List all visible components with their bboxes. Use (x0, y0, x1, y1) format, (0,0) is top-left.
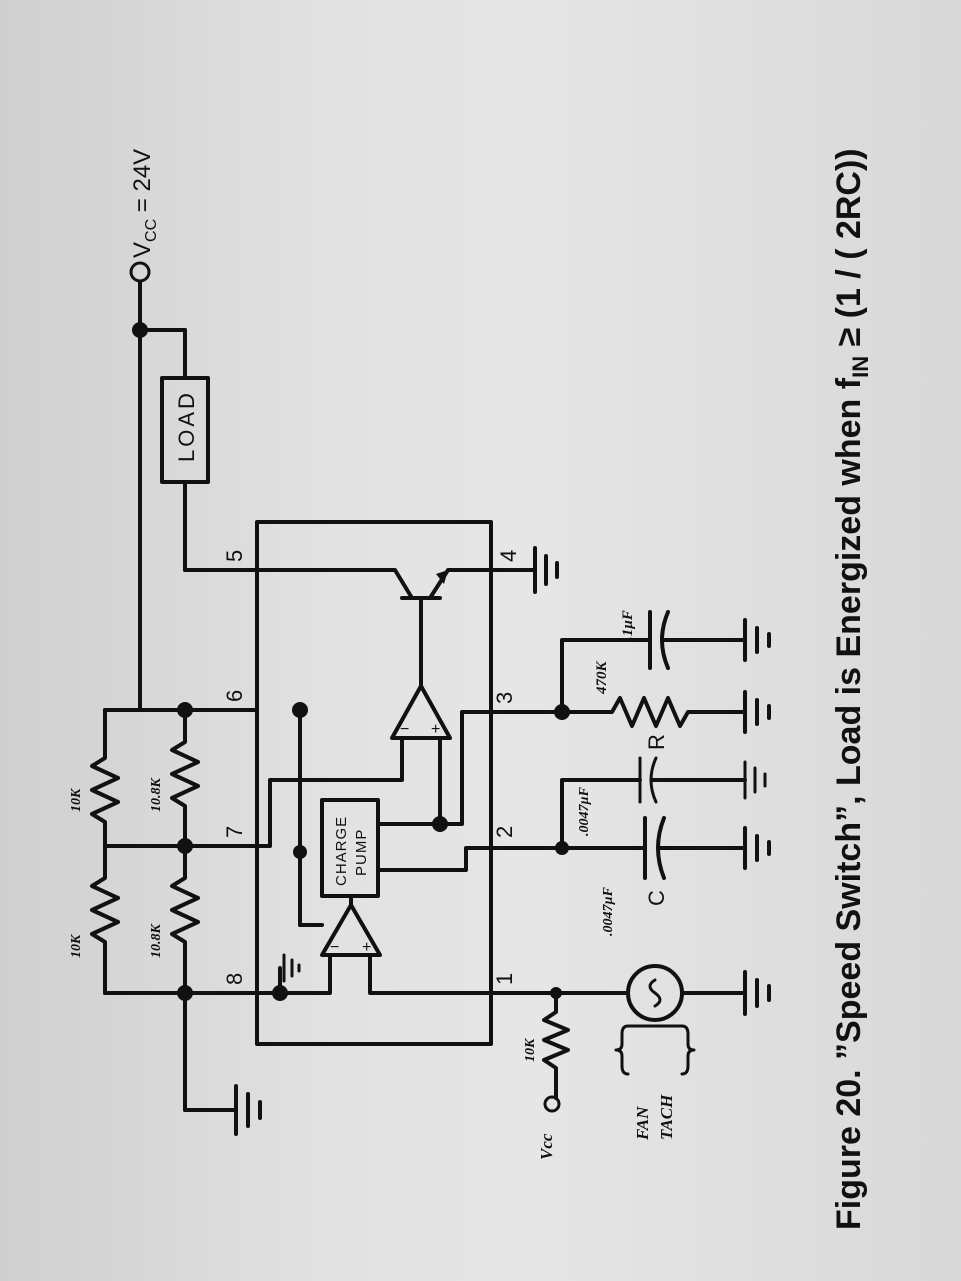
resistor-10k-inner-bottom (170, 844, 200, 995)
vcc-input-label: Vcc (537, 1133, 556, 1160)
label-10k-inner-bottom: 10.8K (149, 923, 164, 959)
pin3-internal-wire (438, 710, 493, 826)
ground-symbol-cap0047a (743, 760, 767, 800)
fan-tach-brace-left (614, 1024, 630, 1076)
ground-symbol-left (234, 1084, 262, 1136)
comparator-plus-wire (368, 953, 493, 995)
transistor-collector (258, 568, 414, 600)
resistor-10k-input-label: 10K (523, 1037, 538, 1062)
resistor-470k-label: 470K (594, 661, 610, 696)
pin-6-label: 6 (222, 690, 247, 702)
label-10k-outer-bottom: 10K (69, 933, 84, 958)
ground-symbol-fan (743, 970, 771, 1016)
ground-symbol-res470k (743, 690, 771, 734)
vcc-input-terminal (543, 1095, 561, 1113)
ground-symbol-cap0047b (743, 826, 771, 870)
ground-symbol-cap01 (743, 618, 771, 662)
ic-package-outline (255, 520, 493, 1046)
label-C: C (644, 890, 669, 906)
figure-caption: Figure 20. ”Speed Switch”, Load is Energ… (830, 148, 873, 1230)
label-R: R (644, 734, 669, 750)
fan-tach-label-1: FAN (633, 1106, 652, 1141)
vcc-terminal (129, 261, 151, 283)
output-comparator-plus: + (431, 721, 440, 738)
label-10k-outer-top: 10K (69, 787, 84, 812)
resistor-10k-inner-top (170, 708, 200, 848)
resistor-470k (560, 696, 747, 728)
output-comparator-minus: − (400, 721, 409, 738)
comparator-minus: − (330, 939, 339, 956)
charge-pump-to-pin2 (376, 846, 493, 872)
pin7-internal-wire (255, 736, 404, 848)
ground-symbol-pin4 (533, 546, 559, 594)
comparator-plus: + (362, 939, 371, 956)
transistor-emitter-arrow (436, 570, 448, 584)
cap-0047-a-wire (560, 778, 642, 850)
resistor-10k-outer-bottom (90, 844, 120, 995)
pin6-internal-dot-2 (293, 845, 307, 859)
pin-7-label: 7 (222, 826, 247, 838)
load-label: LOAD (174, 390, 199, 462)
resistor-10k-input (542, 991, 570, 1100)
pin-8-label: 8 (222, 973, 247, 985)
ground-symbol-internal (282, 953, 301, 983)
fan-tach-label-2: TACH (657, 1094, 676, 1140)
charge-pump-box (320, 798, 380, 898)
label-10k-inner-top: 10.8K (149, 777, 164, 813)
cap-0047-a-label: .0047µF (577, 786, 592, 836)
cap-0047-b-label: .0047µF (601, 886, 616, 936)
pin-3-label: 3 (492, 692, 517, 704)
sine-icon (648, 978, 662, 1008)
pin-2-label: 2 (492, 826, 517, 838)
output-comparator (390, 684, 452, 740)
input-comparator (320, 903, 382, 957)
resistor-10k-outer-top (90, 738, 120, 848)
pin-5-label: 5 (222, 550, 247, 562)
comparator-minus-wire (278, 953, 332, 995)
pin-4-label: 4 (496, 550, 521, 562)
fan-tach-brace-right (680, 1024, 696, 1076)
charge-pump-label-2: PUMP (353, 829, 370, 876)
charge-pump-label-1: CHARGE (333, 816, 350, 886)
cap-01uf-wire (560, 638, 652, 714)
pin-1-label: 1 (492, 973, 517, 985)
vcc-top-label: VCC = 24V (129, 149, 160, 258)
cap-01uf-label: .1µF (620, 610, 636, 640)
